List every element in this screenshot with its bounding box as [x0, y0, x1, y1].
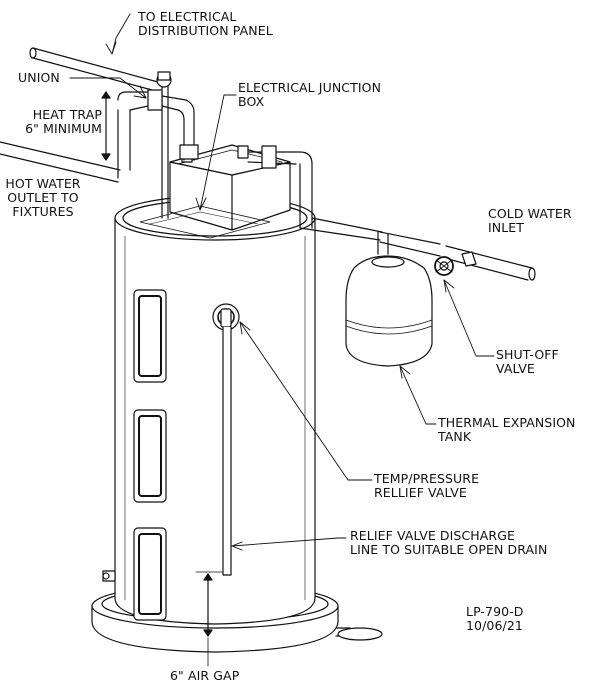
label-distribution-panel: TO ELECTRICAL DISTRIBUTION PANEL — [138, 9, 273, 38]
label-shutoff-valve: SHUT-OFF VALVE — [496, 347, 559, 376]
air-gap-dimension — [195, 571, 223, 667]
relief-valve — [212, 303, 240, 331]
label-hot-water-outlet: HOT WATER OUTLET TO FIXTURES — [5, 176, 81, 219]
label-air-gap: 6" AIR GAP — [170, 668, 240, 683]
electrical-conduit — [29, 47, 172, 219]
leader-lines — [69, 13, 495, 551]
discharge-line — [222, 326, 232, 576]
label-junction-box: ELECTRICAL JUNCTION BOX — [238, 80, 382, 109]
shutoff-valve — [434, 256, 454, 276]
label-cold-water-inlet: COLD WATER INLET — [488, 206, 572, 235]
label-discharge-line: RELIEF VALVE DISCHARGE LINE TO SUITABLE … — [350, 528, 548, 557]
access-panel-upper — [133, 289, 167, 383]
label-union: UNION — [18, 70, 60, 85]
cold-water-piping — [247, 145, 536, 281]
label-relief-valve: TEMP/PRESSURE RELLIEF VALVE — [374, 471, 480, 500]
heat-trap-dimension — [101, 91, 111, 161]
hot-water-piping — [0, 89, 199, 183]
thermal-expansion-tank — [345, 231, 433, 367]
drawing-date: 10/06/21 — [466, 618, 523, 633]
drawing-number: LP-790-D — [466, 604, 524, 619]
access-panel-middle — [133, 409, 167, 503]
label-heat-trap: HEAT TRAP 6" MINIMUM — [25, 107, 102, 136]
access-panel-lower — [133, 527, 167, 621]
label-expansion-tank: THERMAL EXPANSION TANK — [438, 415, 576, 444]
